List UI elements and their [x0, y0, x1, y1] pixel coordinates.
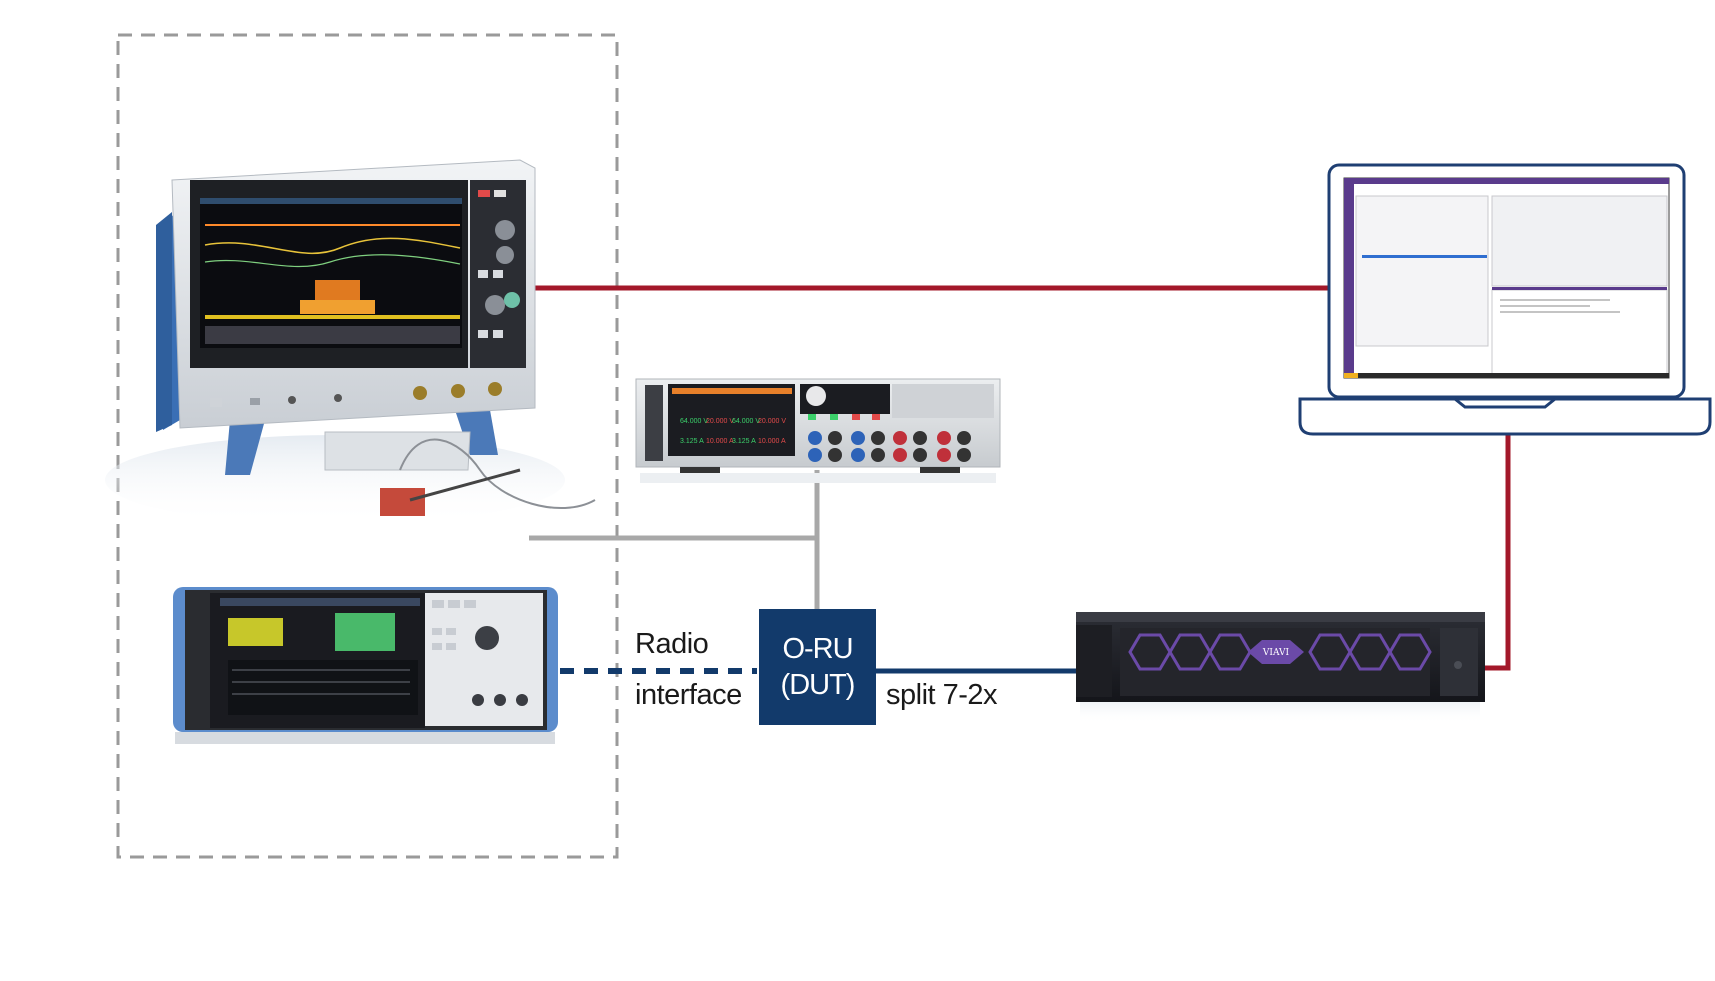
svg-text:VIAVI: VIAVI — [1262, 648, 1290, 658]
red-link-laptop-server — [1482, 434, 1511, 671]
server-icon: VIAVI — [1076, 612, 1485, 724]
oru-dut-box: O-RU (DUT) — [759, 609, 876, 725]
split-7-2x-label: split 7-2x — [886, 679, 998, 711]
instrument-group-frame — [116, 33, 619, 859]
svg-text:20.000 V: 20.000 V — [758, 418, 786, 425]
svg-text:10.000 A: 10.000 A — [758, 438, 786, 445]
radio-interface-label-line1: Radio — [635, 628, 709, 660]
spectrum-analyzer-icon — [173, 587, 558, 744]
radio-interface-label-line2: interface — [635, 679, 742, 711]
laptop-icon — [1298, 163, 1712, 436]
svg-text:10.000 A: 10.000 A — [706, 438, 734, 445]
dut-label: (DUT) — [780, 669, 856, 701]
svg-text:64.000 V: 64.000 V — [680, 418, 708, 425]
power-supply-icon: 64.000 V 20.000 V 64.000 V 20.000 V 3.12… — [635, 378, 1001, 483]
oru-label: O-RU — [782, 633, 853, 665]
svg-text:3.125 A: 3.125 A — [732, 438, 756, 445]
svg-text:64.000 V: 64.000 V — [732, 418, 760, 425]
svg-text:20.000 V: 20.000 V — [706, 418, 734, 425]
oscilloscope-icon — [105, 159, 596, 525]
svg-text:3.125 A: 3.125 A — [680, 438, 704, 445]
